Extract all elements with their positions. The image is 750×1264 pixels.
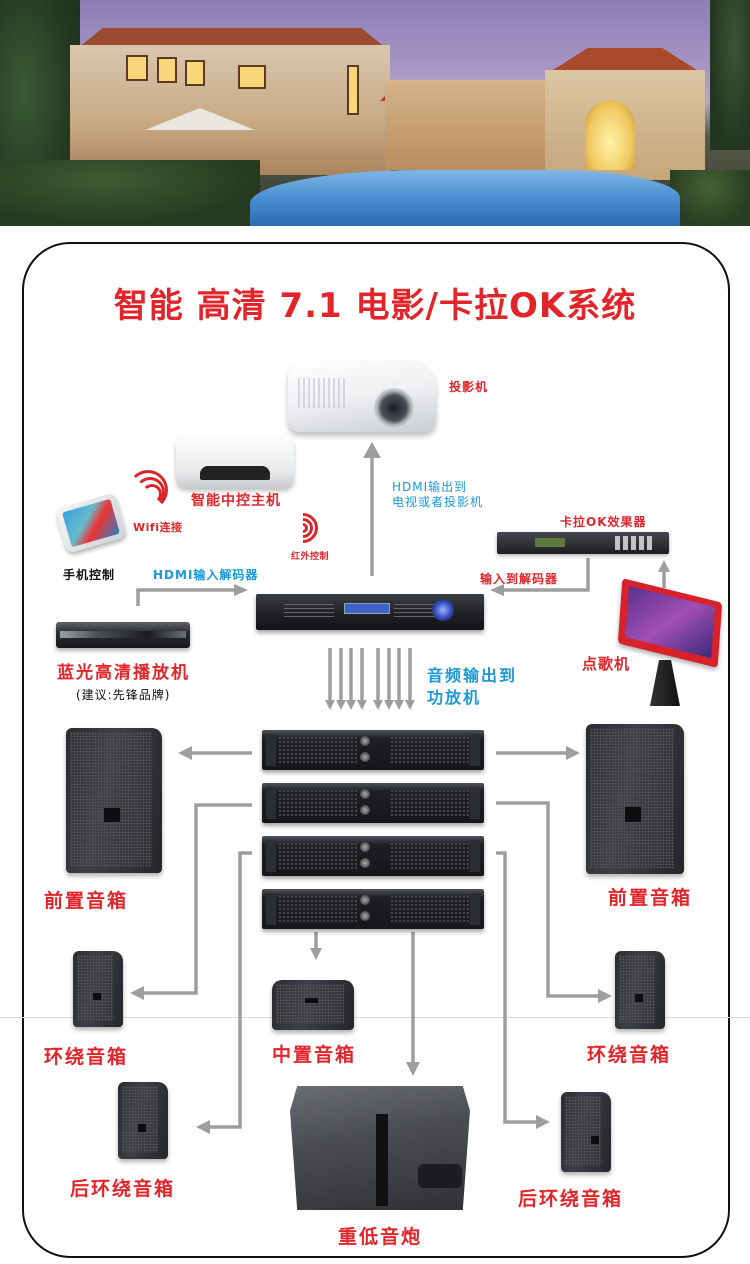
- effect-display: [535, 538, 565, 547]
- set-top-box-icon: [176, 432, 294, 488]
- surround-left-label: 环绕音箱: [44, 1046, 129, 1068]
- front-right-speaker-icon: [586, 724, 684, 874]
- karaoke-effect-label: 卡拉OK效果器: [560, 515, 647, 529]
- bluray-brand-note: (建议:先锋品牌): [76, 688, 171, 702]
- hero-villa-photo: [0, 0, 750, 226]
- effects-processor-icon: [497, 532, 669, 554]
- garden-bushes-right: [670, 170, 750, 226]
- audio-out-label-line1: 音频输出到: [427, 666, 518, 685]
- infrared-waves-icon: [281, 506, 325, 550]
- decoder-icon: [256, 594, 484, 630]
- power-amplifier-icon: [262, 836, 484, 876]
- hub-front-slot: [200, 466, 270, 480]
- decoder-display: [344, 603, 390, 614]
- surround-right-speaker-icon: [615, 951, 665, 1029]
- surround-right-label: 环绕音箱: [587, 1044, 672, 1066]
- villa-roof-main: [75, 28, 389, 50]
- power-amplifier-icon: [262, 730, 484, 770]
- villa-window: [185, 60, 205, 86]
- villa-main-building: [70, 45, 390, 175]
- effect-to-decoder-label: 输入到解码器: [480, 572, 559, 586]
- front-left-speaker-icon: [66, 728, 162, 873]
- wifi-label: Wifi连接: [133, 521, 183, 534]
- subwoofer-icon: [290, 1086, 470, 1210]
- villa-window: [238, 65, 266, 89]
- garden-bushes: [0, 160, 260, 226]
- villa-window: [347, 65, 359, 115]
- bluray-front-panel: [60, 631, 186, 638]
- decoder-volume-knob: [432, 599, 454, 621]
- subwoofer-port: [376, 1114, 388, 1206]
- front-left-label: 前置音箱: [44, 890, 129, 912]
- hdmi-out-label-line1: HDMI输出到: [392, 480, 468, 494]
- projector-icon: [288, 360, 436, 432]
- infrared-label: 红外控制: [291, 552, 330, 562]
- villa-window: [126, 55, 148, 81]
- print-seam-line: [0, 1017, 750, 1018]
- rear-left-label: 后环绕音箱: [70, 1178, 176, 1200]
- rear-right-label: 后环绕音箱: [518, 1188, 624, 1210]
- front-right-label: 前置音箱: [608, 887, 693, 909]
- center-label: 中置音箱: [272, 1044, 357, 1066]
- tree-right: [710, 0, 750, 150]
- projector-lens: [374, 388, 414, 428]
- decoder-vent-right: [394, 604, 444, 618]
- wifi-waves-icon: [128, 470, 168, 510]
- projector-label: 投影机: [449, 380, 489, 394]
- bluray-label: 蓝光高清播放机: [57, 663, 190, 683]
- projector-vent: [298, 378, 348, 408]
- hdmi-out-label-line2: 电视或者投影机: [392, 495, 484, 509]
- power-amplifier-icon: [262, 889, 484, 929]
- smart-hub-label: 智能中控主机: [191, 493, 281, 509]
- power-amplifier-icon: [262, 783, 484, 823]
- subwoofer-vent: [418, 1164, 462, 1188]
- hdmi-in-label: HDMI输入解码器: [153, 568, 259, 582]
- effect-buttons: [615, 536, 655, 550]
- rear-left-speaker-icon: [118, 1082, 168, 1159]
- audio-out-label-line2: 功放机: [427, 688, 482, 707]
- phone-screen: [62, 498, 120, 548]
- bluray-player-icon: [56, 622, 190, 648]
- villa-lit-archway: [585, 100, 635, 170]
- jukebox-label: 点歌机: [582, 655, 631, 673]
- phone-label: 手机控制: [63, 568, 116, 582]
- villa-porch: [385, 80, 565, 170]
- center-speaker-icon: [272, 980, 354, 1030]
- subwoofer-label: 重低音炮: [338, 1226, 423, 1248]
- villa-window: [157, 57, 177, 83]
- rear-right-speaker-icon: [561, 1092, 611, 1172]
- jukebox-screen: [625, 585, 715, 659]
- swimming-pool: [250, 170, 680, 226]
- diagram-title: 智能 高清 7.1 电影/卡拉OK系统: [113, 286, 637, 326]
- decoder-vent-left: [284, 604, 334, 618]
- surround-left-speaker-icon: [73, 951, 123, 1027]
